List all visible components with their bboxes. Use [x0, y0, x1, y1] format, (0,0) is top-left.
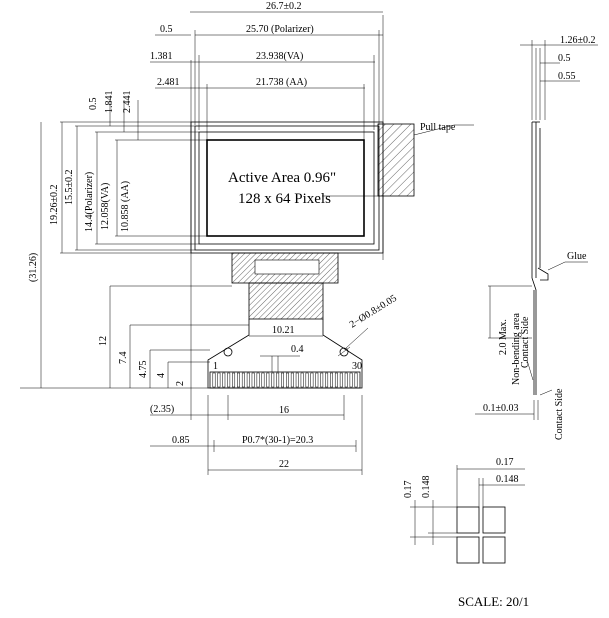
dim-0-5-left: 0.5	[88, 98, 99, 111]
dim-15-5: 15.5±0.2	[64, 170, 75, 206]
fpc-pin	[237, 372, 240, 388]
label-contact-side-1: Contact Side	[520, 316, 531, 368]
module-outline	[190, 15, 384, 420]
dim-pitch: P0.7*(30-1)=20.3	[242, 435, 313, 446]
fpc-pin	[315, 372, 319, 388]
fpc-pin	[339, 372, 343, 388]
active-area-title: Active Area 0.96"	[228, 170, 336, 186]
fpc-pin	[266, 372, 270, 388]
fpc-pin	[281, 372, 285, 388]
dim-2: 2	[175, 381, 186, 386]
fpc-pin	[217, 372, 221, 388]
pull-tape	[377, 123, 474, 197]
dim-23-938: 23.938(VA)	[256, 51, 303, 62]
dim-14-4: 14.4(Polarizer)	[84, 172, 95, 232]
fpc-pin	[246, 372, 250, 388]
dim-0-55: 0.55	[558, 71, 576, 82]
dim-holes: 2−Ø0.8±0.05	[348, 293, 399, 331]
dim-7-4: 7.4	[118, 352, 129, 365]
fpc-pin	[222, 372, 226, 388]
dim-1-381: 1.381	[150, 51, 173, 62]
dim-31-26: (31.26)	[28, 253, 39, 282]
fpc-pin	[320, 372, 324, 388]
fpc-pin	[276, 372, 280, 388]
dim-19-26: 19.26±0.2	[49, 185, 60, 226]
label-contact-side-2: Contact Side	[554, 388, 565, 440]
pin-30: 30	[352, 361, 362, 372]
dim-4: 4	[156, 373, 167, 378]
fpc-pins	[212, 372, 358, 388]
dim-0-17-h: 0.17	[496, 457, 514, 468]
fpc-pin	[241, 372, 245, 388]
fpc-pin	[251, 372, 255, 388]
dim-2-441: 2.441	[122, 91, 133, 114]
fpc-pin	[271, 372, 275, 388]
active-area-pixels: 128 x 64 Pixels	[238, 191, 331, 207]
dim-0-17-v: 0.17	[403, 481, 414, 499]
top-dimensions	[150, 11, 383, 140]
label-non-bending-1: 2.0 Max.	[498, 319, 509, 355]
fpc-dimensions	[150, 327, 369, 475]
fpc-pin	[227, 372, 231, 388]
fpc-pin	[212, 372, 216, 388]
fpc-pin	[354, 372, 358, 388]
scale-label: SCALE: 20/1	[458, 594, 529, 609]
fpc-pin	[286, 372, 289, 388]
fpc-pin	[334, 372, 338, 388]
dim-26-7: 26.7±0.2	[266, 1, 302, 12]
dim-10-858: 10.858 (AA)	[120, 181, 131, 232]
fpc-pin	[300, 372, 304, 388]
dim-2-481: 2.481	[157, 77, 180, 88]
dim-0-1: 0.1±0.03	[483, 403, 519, 414]
dim-12: 12	[98, 336, 109, 346]
fpc-pin	[290, 372, 294, 388]
dim-0-4: 0.4	[291, 344, 304, 355]
fpc-pin	[330, 372, 333, 388]
label-non-bending-2: Non-bending area	[511, 313, 522, 385]
dim-0-148-v: 0.148	[421, 476, 432, 499]
fpc-pin	[344, 372, 348, 388]
dim-25-70: 25.70 (Polarizer)	[246, 24, 314, 35]
dim-10-21: 10.21	[272, 325, 295, 336]
fpc-pin	[305, 372, 309, 388]
fpc-pin	[256, 372, 260, 388]
dim-0-148-h: 0.148	[496, 474, 519, 485]
dim-2-35: (2.35)	[150, 404, 174, 415]
fpc-pin	[232, 372, 236, 388]
dim-16: 16	[279, 405, 289, 416]
dim-4-75: 4.75	[138, 361, 149, 379]
dim-21-738: 21.738 (AA)	[256, 77, 307, 88]
label-pull-tape: Pull tape	[420, 122, 456, 133]
side-view	[475, 40, 598, 420]
ic-area	[231, 252, 339, 320]
left-dimensions	[20, 100, 249, 389]
dim-1-26: 1.26±0.2	[560, 35, 596, 46]
fpc-pin	[310, 372, 314, 388]
dim-0-5-side: 0.5	[558, 53, 571, 64]
dim-0-5-top: 0.5	[160, 24, 173, 35]
dim-1-841: 1.841	[104, 91, 115, 114]
fpc-pin	[261, 372, 265, 388]
dim-12-058: 12.058(VA)	[100, 183, 111, 230]
fpc-pin	[349, 372, 353, 388]
dim-0-85: 0.85	[172, 435, 190, 446]
fpc-pin	[325, 372, 329, 388]
pin-1: 1	[213, 361, 218, 372]
pixel-detail	[410, 465, 525, 564]
dim-22: 22	[279, 459, 289, 470]
fpc-tail	[207, 319, 363, 389]
label-glue: Glue	[567, 251, 587, 262]
fpc-pin	[295, 372, 299, 388]
